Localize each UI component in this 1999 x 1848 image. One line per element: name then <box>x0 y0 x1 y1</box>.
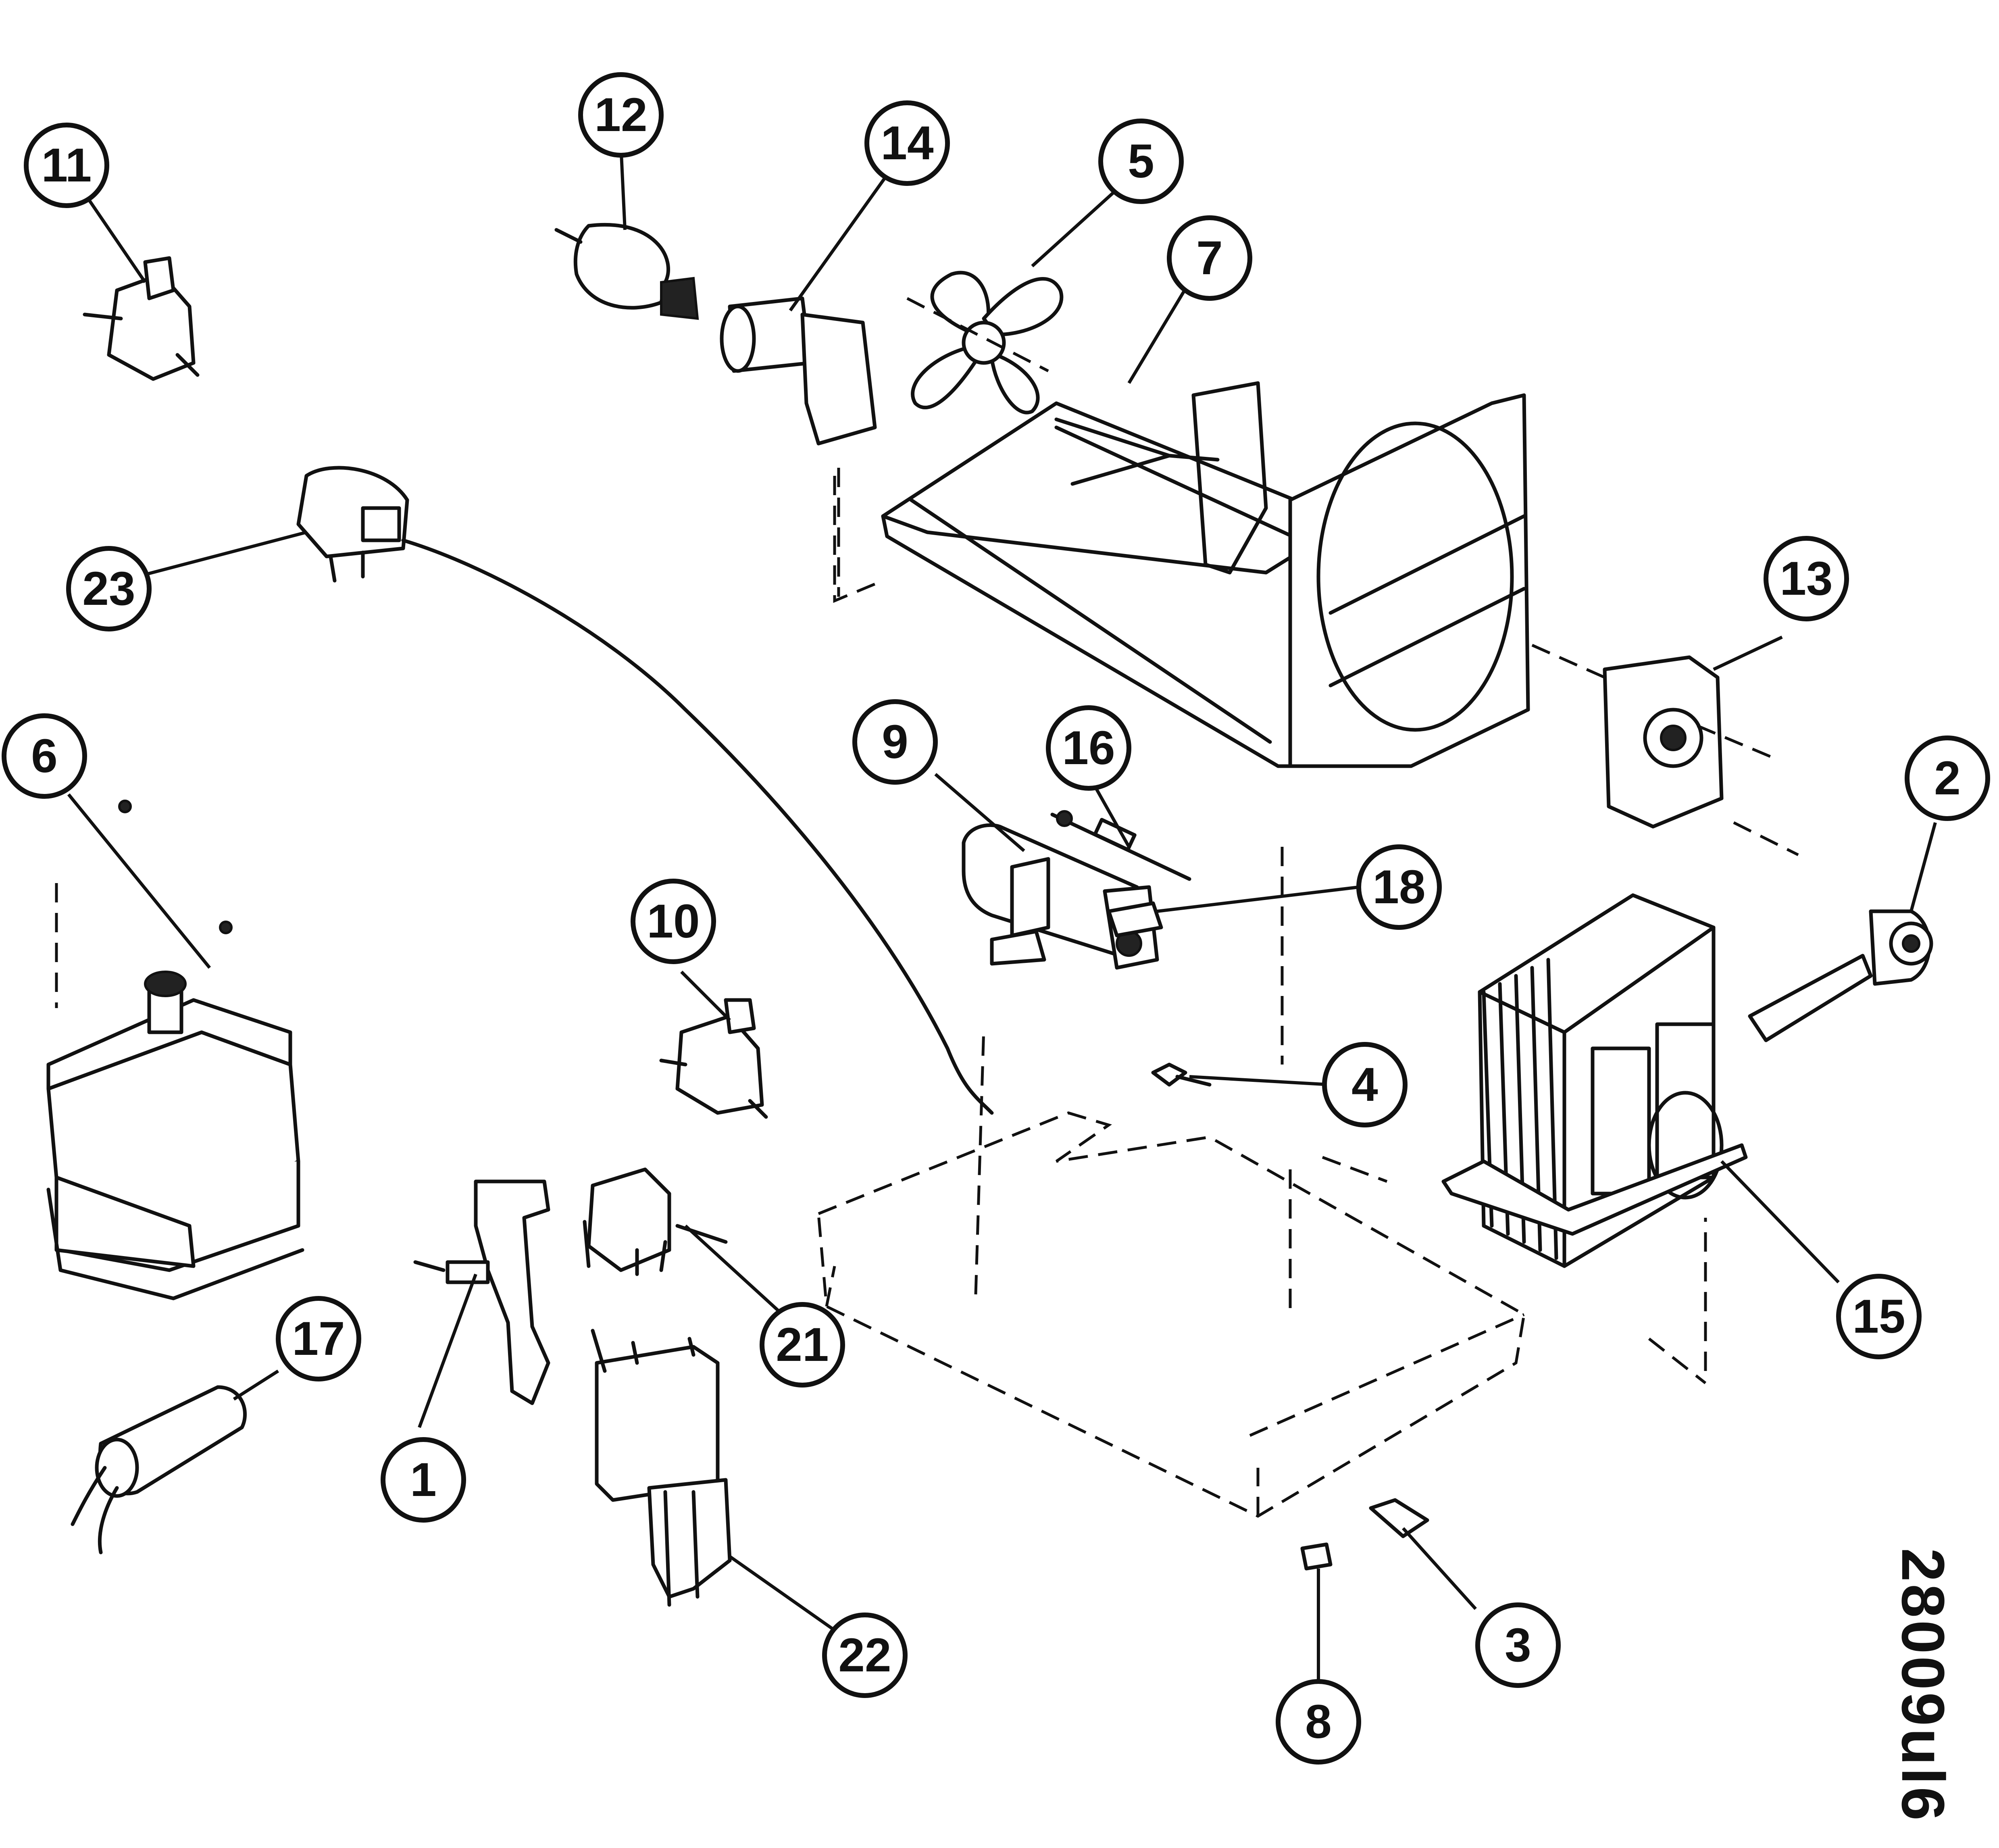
thermal-fuse-2 <box>1748 909 1933 1042</box>
callout-1: 1 <box>381 1437 466 1523</box>
fuse-18 <box>1107 901 1163 938</box>
svg-text:17: 17 <box>292 1312 345 1365</box>
lamp-socket <box>720 296 877 597</box>
svg-text:6: 6 <box>31 729 58 783</box>
callout-17: 17 <box>276 1296 361 1381</box>
screw-4 <box>1151 1063 1212 1087</box>
svg-text:21: 21 <box>776 1318 829 1371</box>
high-voltage-transformer <box>1441 893 1748 1268</box>
fan-bracket-frame <box>833 381 1530 768</box>
fan-blade <box>906 271 1064 415</box>
svg-text:5: 5 <box>1128 135 1154 188</box>
svg-text:16: 16 <box>1062 721 1115 775</box>
callout-4: 4 <box>1322 1042 1408 1127</box>
svg-text:14: 14 <box>881 117 933 170</box>
callout-13: 13 <box>1764 536 1849 621</box>
svg-text:22: 22 <box>838 1629 891 1682</box>
callout-6: 6 <box>2 713 87 799</box>
svg-text:13: 13 <box>1780 552 1832 605</box>
callout-18: 18 <box>1356 844 1442 930</box>
base-plate-outline <box>817 847 1707 1518</box>
callout-16: 16 <box>1046 705 1131 791</box>
callout-22: 22 <box>822 1613 908 1698</box>
callout-9: 9 <box>852 699 938 785</box>
svg-text:18: 18 <box>1372 860 1425 914</box>
switch-part-11 <box>83 256 200 381</box>
callout-7: 7 <box>1167 215 1252 301</box>
clip-3 <box>1369 1498 1429 1538</box>
callout-14: 14 <box>864 100 950 186</box>
svg-text:9: 9 <box>882 715 908 769</box>
fan-motor <box>1531 644 1799 856</box>
magnetron <box>46 800 304 1300</box>
drawing-code: 28009ul6 <box>1889 1548 1957 1823</box>
svg-text:2: 2 <box>1934 752 1961 805</box>
svg-text:11: 11 <box>42 139 92 192</box>
svg-text:15: 15 <box>1852 1290 1905 1343</box>
svg-text:12: 12 <box>594 88 647 142</box>
capacitor <box>71 1385 247 1554</box>
svg-text:7: 7 <box>1196 231 1223 285</box>
svg-text:10: 10 <box>647 895 700 948</box>
foot-8 <box>1300 1542 1333 1571</box>
svg-text:3: 3 <box>1505 1619 1531 1672</box>
svg-text:4: 4 <box>1351 1058 1378 1111</box>
callout-8: 8 <box>1276 1679 1361 1765</box>
svg-text:23: 23 <box>82 562 135 615</box>
thermal-cutout-with-wire <box>296 466 994 1115</box>
callout-5: 5 <box>1098 119 1184 204</box>
svg-text:1: 1 <box>410 1453 437 1506</box>
callout-11: 11 <box>24 123 109 208</box>
lamp-bulb <box>554 223 699 320</box>
switch-part-10 <box>659 998 768 1119</box>
switch-part-22 <box>591 1329 732 1607</box>
leader-lines <box>67 145 1937 1681</box>
callout-10: 10 <box>631 879 716 964</box>
callout-2: 2 <box>1905 735 1990 821</box>
callout-15: 15 <box>1836 1274 1922 1359</box>
callout-23: 23 <box>66 546 152 631</box>
switch-part-21 <box>583 1167 728 1276</box>
svg-text:8: 8 <box>1305 1695 1332 1748</box>
callout-3: 3 <box>1475 1602 1561 1688</box>
callout-21: 21 <box>760 1302 845 1388</box>
high-voltage-capacitor <box>962 823 1159 970</box>
callout-12: 12 <box>578 72 664 158</box>
door-latch-lever <box>413 1179 550 1405</box>
